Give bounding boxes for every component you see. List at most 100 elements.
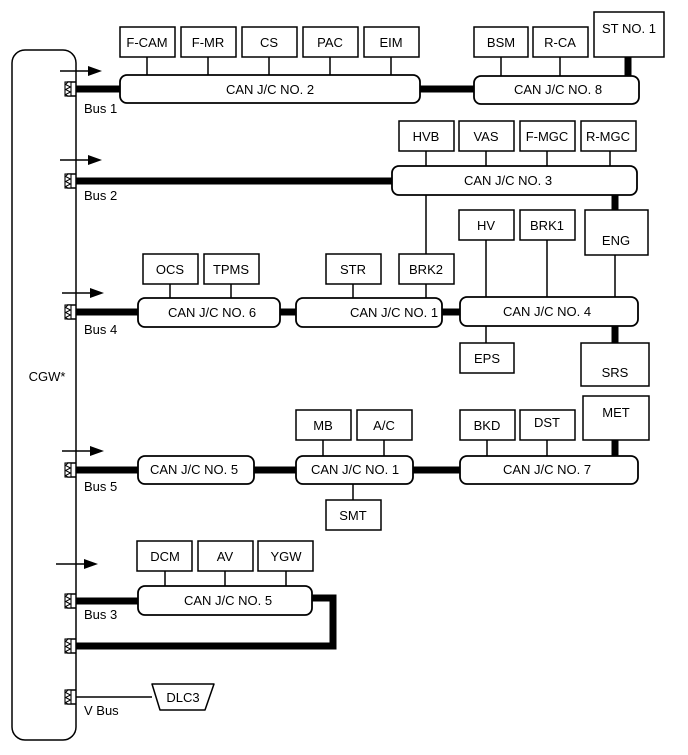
- jc-no1-bus4: [295, 297, 443, 328]
- jc-no8-label: CAN J/C NO. 8: [514, 82, 602, 97]
- ecu-ocs-label: OCS: [156, 262, 185, 277]
- ecu-srs-label: SRS: [602, 365, 629, 380]
- ecu-rmgc-label: R-MGC: [586, 129, 630, 144]
- cgw-label: CGW*: [29, 369, 66, 384]
- ecu-eim-label: EIM: [379, 35, 402, 50]
- ecu-fmr-label: F-MR: [192, 35, 225, 50]
- ecu-dst: [519, 409, 576, 441]
- jc-no3: [391, 165, 638, 196]
- ecu-cs: [241, 26, 298, 58]
- ecu-hv: [458, 209, 515, 241]
- ecu-boxes: F-CAM F-MR CS PAC EIM BSM R-CA ST NO. 1 …: [119, 11, 665, 711]
- resistor-icon: [64, 304, 72, 320]
- ecu-rmgc: [580, 120, 637, 152]
- vbus-label: V Bus: [84, 703, 119, 718]
- jc-no1-bus4-label: CAN J/C NO. 1: [350, 305, 438, 320]
- ecu-str-label: STR: [340, 262, 366, 277]
- jc-no2-label: CAN J/C NO. 2: [226, 82, 314, 97]
- ecu-brk2: [398, 253, 455, 285]
- bus2-label: Bus 2: [84, 188, 117, 203]
- ecu-eps: [459, 342, 515, 374]
- ecu-dst-label: DST: [534, 415, 560, 430]
- ecu-rca-label: R-CA: [544, 35, 576, 50]
- ecu-av: [197, 540, 254, 572]
- ecu-bsm: [473, 26, 529, 58]
- ecu-ygw-label: YGW: [270, 549, 302, 564]
- ecu-fmgc: [519, 120, 576, 152]
- bus-wires: [76, 57, 632, 650]
- resistor-icon: [64, 173, 72, 189]
- ecu-ocs: [142, 253, 199, 285]
- ecu-vas-label: VAS: [473, 129, 498, 144]
- ecu-pac-label: PAC: [317, 35, 343, 50]
- ecu-hvb-label: HVB: [413, 129, 440, 144]
- jc-no3-label: CAN J/C NO. 3: [464, 173, 552, 188]
- ecu-eim: [363, 26, 420, 58]
- ecu-smt: [325, 499, 382, 531]
- ecu-fmgc-label: F-MGC: [526, 129, 569, 144]
- ecu-ygw: [257, 540, 314, 572]
- ecu-hvb: [398, 120, 455, 152]
- ecu-eng: [584, 209, 649, 256]
- resistor-icon: [64, 593, 72, 609]
- ecu-st-no1: [593, 11, 665, 58]
- jc-no4-label: CAN J/C NO. 4: [503, 304, 591, 319]
- ecu-ac: [356, 409, 413, 441]
- stub-lines: [76, 57, 616, 698]
- dlc3-connector: [151, 683, 215, 711]
- jc-no5-bus3-label: CAN J/C NO. 5: [184, 593, 272, 608]
- ecu-av-label: AV: [217, 549, 234, 564]
- cgw-gateway: [11, 49, 77, 741]
- ecu-fcam: [119, 26, 176, 58]
- resistor-icon: [64, 638, 72, 654]
- ecu-tpms-label: TPMS: [213, 262, 249, 277]
- ecu-tpms: [203, 253, 260, 285]
- ecu-str: [325, 253, 382, 285]
- ecu-dcm-label: DCM: [150, 549, 180, 564]
- ecu-rca: [532, 26, 589, 58]
- jc-no6: [137, 297, 281, 328]
- dlc3-label: DLC3: [166, 690, 199, 705]
- bus1-label: Bus 1: [84, 101, 117, 116]
- jc-no6-label: CAN J/C NO. 6: [168, 305, 256, 320]
- jc-no5-bus5: [137, 455, 255, 485]
- ecu-smt-label: SMT: [339, 508, 367, 523]
- jc-no1-bus5-label: CAN J/C NO. 1: [311, 462, 399, 477]
- resistor-icon: [64, 462, 72, 478]
- ecu-fmr: [180, 26, 237, 58]
- jc-no2: [119, 74, 421, 104]
- ecu-met: [582, 395, 650, 441]
- ecu-ac-label: A/C: [373, 418, 395, 433]
- ecu-dcm: [136, 540, 193, 572]
- ecu-vas: [458, 120, 515, 152]
- ecu-bsm-label: BSM: [487, 35, 515, 50]
- ecu-eps-label: EPS: [474, 351, 500, 366]
- bus5-label: Bus 5: [84, 479, 117, 494]
- jc-no7: [459, 455, 639, 485]
- jc-no8: [473, 75, 640, 105]
- junction-connectors: CAN J/C NO. 2 CAN J/C NO. 8 CAN J/C NO. …: [119, 74, 640, 616]
- ecu-bkd-label: BKD: [474, 418, 501, 433]
- ecu-bkd: [459, 409, 516, 441]
- ecu-brk1: [519, 209, 576, 241]
- jc-no7-label: CAN J/C NO. 7: [503, 462, 591, 477]
- ecu-pac: [302, 26, 359, 58]
- resistor-icon: [64, 81, 72, 97]
- ecu-mb: [295, 409, 352, 441]
- jc-no1-bus5: [295, 455, 414, 485]
- jc-no4: [459, 296, 639, 327]
- signal-arrows: [56, 66, 104, 569]
- bus3-label: Bus 3: [84, 607, 117, 622]
- ecu-hv-label: HV: [477, 218, 495, 233]
- ecu-brk1-label: BRK1: [530, 218, 564, 233]
- ecu-cs-label: CS: [260, 35, 278, 50]
- ecu-st-no1-label: ST NO. 1: [602, 21, 656, 36]
- ecu-met-label: MET: [602, 405, 630, 420]
- ecu-fcam-label: F-CAM: [126, 35, 167, 50]
- resistor-icon: [64, 689, 72, 705]
- ecu-mb-label: MB: [313, 418, 333, 433]
- ecu-srs: [580, 342, 650, 387]
- bus4-label: Bus 4: [84, 322, 117, 337]
- jc-no5-bus5-label: CAN J/C NO. 5: [150, 462, 238, 477]
